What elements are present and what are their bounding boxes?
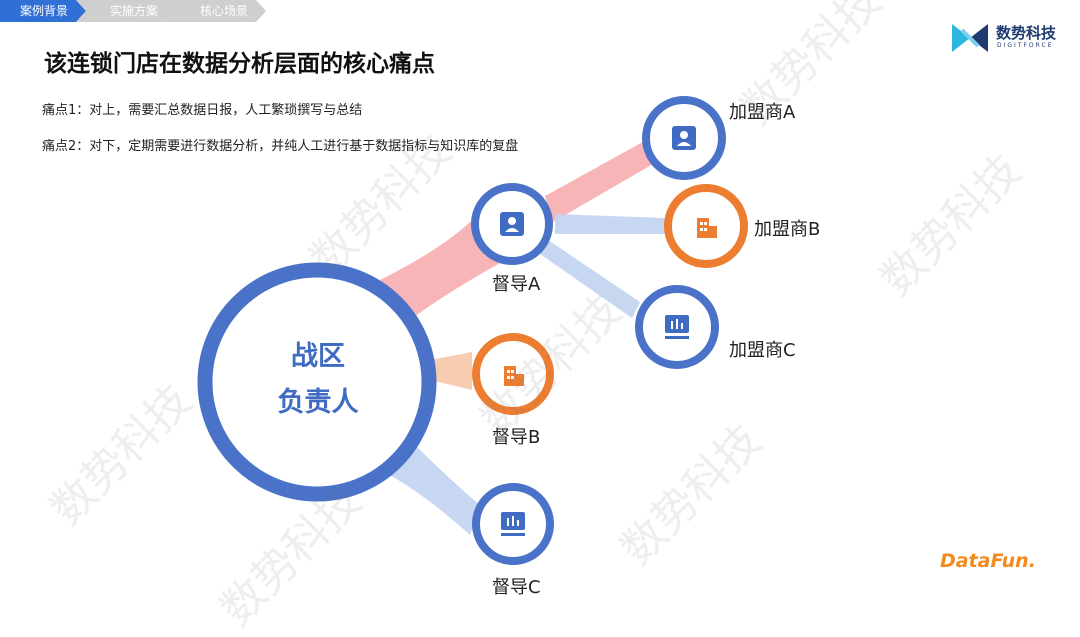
supervisor-a-label: 督导A xyxy=(492,274,541,295)
contact-card-icon xyxy=(500,212,524,236)
breadcrumb-case-background[interactable]: 案例背景 xyxy=(0,0,86,22)
supervisor-c-label: 督导C xyxy=(492,577,541,598)
breadcrumb-implementation-plan[interactable]: 实施方案 xyxy=(76,0,176,22)
logo-name: 数势科技 xyxy=(996,24,1057,42)
page-title: 该连锁门店在数据分析层面的核心痛点 xyxy=(44,51,435,77)
franchisee-b-label: 加盟商B xyxy=(754,219,821,240)
dashboard-icon xyxy=(501,512,525,536)
center-label-line2: 负责人 xyxy=(277,387,359,418)
digitforce-logo-icon xyxy=(952,24,988,52)
connector-supervisor-a-franchisee-a xyxy=(545,138,660,222)
connector-supervisor-a-franchisee-c xyxy=(540,240,640,318)
connector-center-supervisor-b xyxy=(430,352,472,390)
franchisee-c-label: 加盟商C xyxy=(729,340,796,361)
breadcrumb: 案例背景 实施方案 核心场景 xyxy=(0,0,256,22)
building-icon xyxy=(504,366,524,386)
building-icon xyxy=(697,218,717,238)
connector-center-supervisor-c xyxy=(380,440,480,535)
franchisee-a-label: 加盟商A xyxy=(729,102,796,123)
contact-card-icon xyxy=(672,126,696,150)
supervisor-b-label: 督导B xyxy=(492,427,541,448)
pain-point-2: 痛点2：对下，定期需要进行数据分析，并纯人工进行基于数据指标与知识库的复盘 xyxy=(42,139,519,154)
logo-subtitle: DIGITFORCE xyxy=(997,42,1054,49)
pain-point-1: 痛点1：对上，需要汇总数据日报，人工繁琐撰写与总结 xyxy=(42,103,363,118)
datafun-logo: DataFun. xyxy=(940,550,1036,572)
connector-supervisor-a-franchisee-b xyxy=(555,214,665,234)
center-label-line1: 战区 xyxy=(291,341,345,372)
org-diagram xyxy=(197,96,748,565)
center-node xyxy=(197,262,437,502)
breadcrumb-core-scenario[interactable]: 核心场景 xyxy=(166,0,266,22)
dashboard-icon xyxy=(665,315,689,339)
